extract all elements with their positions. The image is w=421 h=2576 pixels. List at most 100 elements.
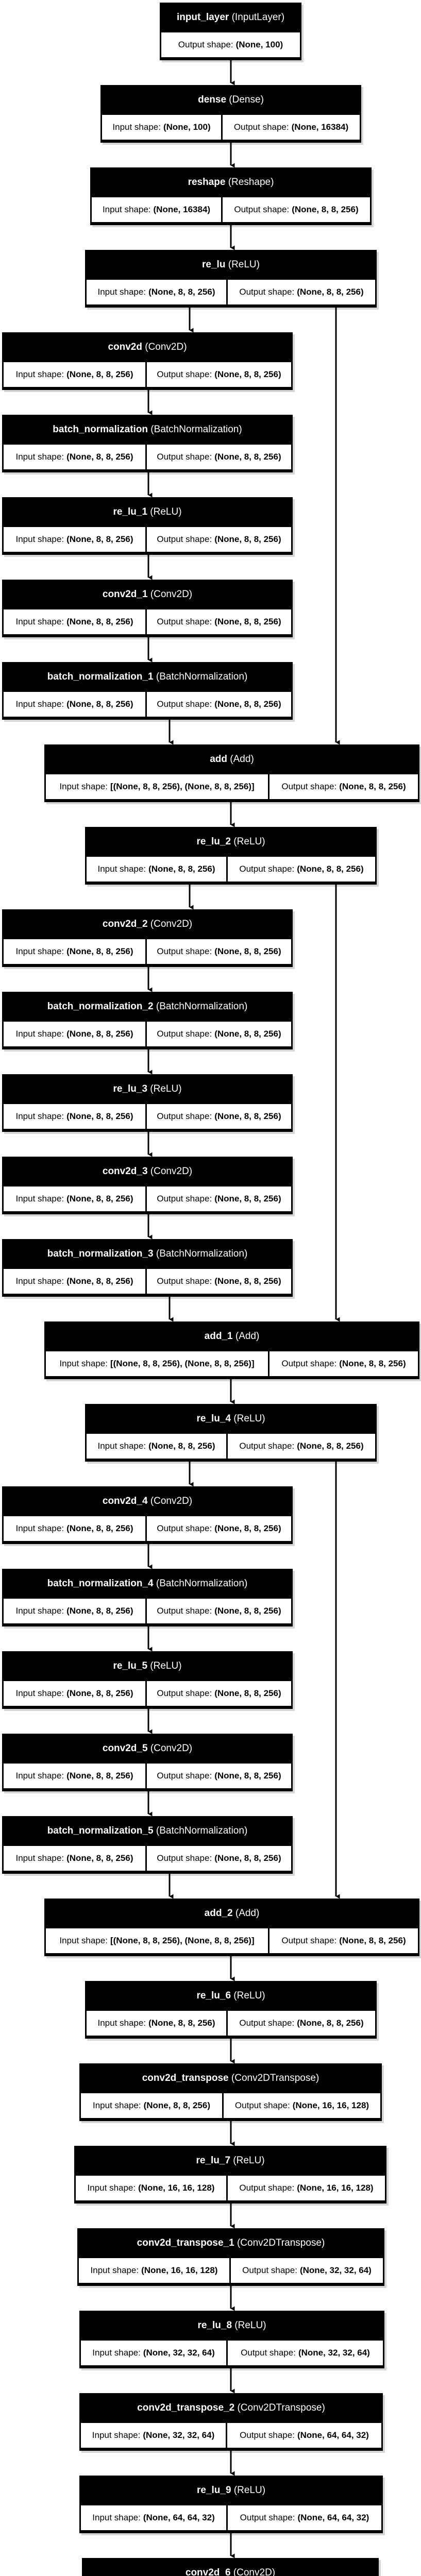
output-shape-label: Output shape: [239,1441,295,1451]
input-shape-value: (None, 8, 8, 256) [66,1276,133,1286]
layer-shape-row: Input shape:(None, 8, 8, 256) Output sha… [85,280,377,306]
layer-node-conv2d_transpose_1: conv2d_transpose_1Conv2DTranspose Input … [77,2228,384,2286]
layer-shape-row: Input shape:[(None, 8, 8, 256), (None, 8… [44,774,419,801]
output-shape-value: (None, 8, 8, 256) [214,617,281,626]
input-shape-value: (None, 8, 8, 256) [66,1853,133,1863]
layer-shape-row: Input shape:(None, 8, 8, 256) Output sha… [85,1434,377,1460]
layer-shape-row: Input shape:(None, 8, 8, 256) Output sha… [2,1599,293,1625]
layer-name: batch_normalization_1 [47,671,154,682]
layer-shape-row: Input shape:(None, 8, 8, 256) Output sha… [2,1846,293,1872]
layer-type: BatchNormalization [154,1248,248,1260]
layer-type: Conv2DTranspose [229,2073,319,2084]
input-shape-value: (None, 8, 8, 256) [66,369,133,379]
layer-type: ReLU [225,259,260,270]
input-shape-cell: Input shape:(None, 8, 8, 256) [81,2093,222,2118]
output-shape-label: Output shape: [240,2513,295,2522]
layer-node-conv2d_transpose: conv2d_transposeConv2DTranspose Input sh… [79,2063,382,2121]
output-shape-value: (None, 64, 64, 32) [297,2430,369,2440]
layer-type: BatchNormalization [154,1578,248,1589]
layer-node-dense: denseDense Input shape:(None, 100) Outpu… [100,85,361,143]
input-shape-value: (None, 8, 8, 256) [66,1523,133,1533]
layer-node-re_lu_9: re_lu_9ReLU Input shape:(None, 64, 64, 3… [79,2476,383,2533]
layer-node-header: re_lu_4ReLU [85,1404,377,1434]
input-shape-label: Input shape: [92,2513,141,2522]
input-shape-label: Input shape: [102,205,151,214]
input-shape-label: Input shape: [15,617,64,626]
input-shape-cell: Input shape:(None, 8, 8, 256) [87,857,226,882]
input-shape-cell: Input shape:(None, 8, 8, 256) [4,1104,145,1129]
layer-node-re_lu_5: re_lu_5ReLU Input shape:(None, 8, 8, 256… [2,1651,293,1709]
input-shape-cell: Input shape:(None, 8, 8, 256) [4,362,145,387]
input-shape-value: (None, 16384) [153,205,211,214]
layer-type: Conv2D [148,1166,193,1177]
layer-type: Dense [226,94,264,106]
input-shape-value: (None, 8, 8, 256) [66,1606,133,1616]
layer-shape-row: Output shape:(None, 100) [160,32,301,59]
layer-name: add_1 [204,1331,233,1342]
output-shape-value: (None, 8, 8, 256) [297,1441,364,1451]
layer-node-conv2d_6: conv2d_6Conv2D Input shape:(None, 64, 64… [82,2558,379,2576]
layer-node-batch_normalization_3: batch_normalization_3BatchNormalization … [2,1239,293,1297]
output-shape-cell: Output shape:(None, 16, 16, 128) [228,2176,385,2200]
output-shape-value: (None, 8, 8, 256) [214,1771,281,1781]
input-shape-cell: Input shape:(None, 32, 32, 64) [81,2341,226,2365]
output-shape-value: (None, 8, 8, 256) [297,287,364,297]
layer-shape-row: Input shape:(None, 8, 8, 256) Output sha… [85,2011,377,2037]
layer-name: re_lu_4 [196,1413,231,1424]
layer-type: ReLU [231,1413,265,1425]
output-shape-cell: Output shape:(None, 100) [161,32,300,57]
layer-node-reshape: reshapeReshape Input shape:(None, 16384)… [90,167,372,225]
input-shape-value: (None, 8, 8, 256) [66,699,133,709]
layer-node-re_lu_1: re_lu_1ReLU Input shape:(None, 8, 8, 256… [2,497,293,555]
input-shape-cell: Input shape:(None, 8, 8, 256) [87,2011,226,2036]
output-shape-label: Output shape: [157,1606,212,1616]
input-shape-label: Input shape: [92,2100,141,2110]
output-shape-value: (None, 8, 8, 256) [297,864,364,874]
layer-name: re_lu [202,259,226,270]
layer-name: conv2d [108,342,142,352]
output-shape-label: Output shape: [281,1359,337,1368]
layer-name: re_lu_2 [196,836,231,847]
input-shape-value: (None, 8, 8, 256) [148,864,215,874]
layer-node-header: conv2d_1Conv2D [2,580,293,609]
layer-name: conv2d_5 [102,1743,148,1754]
output-shape-cell: Output shape:(None, 8, 8, 256) [147,1681,291,1706]
output-shape-cell: Output shape:(None, 8, 8, 256) [147,1516,291,1541]
layer-node-header: add_2Add [44,1899,419,1928]
output-shape-cell: Output shape:(None, 8, 8, 256) [147,1104,291,1129]
output-shape-label: Output shape: [157,1194,212,1204]
output-shape-cell: Output shape:(None, 8, 8, 256) [270,1928,418,1953]
output-shape-label: Output shape: [157,1771,212,1781]
input-shape-label: Input shape: [92,2348,141,2358]
input-shape-value: (None, 64, 64, 32) [143,2513,215,2522]
layer-node-conv2d_transpose_2: conv2d_transpose_2Conv2DTranspose Input … [79,2393,383,2451]
layer-node-header: addAdd [44,744,419,774]
output-shape-cell: Output shape:(None, 32, 32, 64) [228,2341,383,2365]
layer-shape-row: Input shape:(None, 8, 8, 256) Output sha… [2,692,293,718]
layer-shape-row: Input shape:(None, 8, 8, 256) Output sha… [2,445,293,471]
input-shape-label: Input shape: [97,2018,146,2028]
layer-name: reshape [188,177,226,188]
layer-name: conv2d_transpose_2 [137,2402,235,2413]
layer-name: conv2d_transpose_1 [137,2238,234,2248]
input-shape-value: (None, 8, 8, 256) [66,1029,133,1039]
layer-shape-row: Input shape:(None, 8, 8, 256) Output sha… [85,857,377,883]
layer-type: Conv2D [148,589,193,600]
layer-shape-row: Input shape:(None, 8, 8, 256) Output sha… [2,1187,293,1213]
layer-type: Conv2D [231,2567,276,2576]
input-shape-label: Input shape: [15,1194,64,1204]
layer-name: conv2d_3 [102,1166,148,1177]
output-shape-value: (None, 8, 8, 256) [297,2018,364,2028]
output-shape-value: (None, 8, 8, 256) [214,1111,281,1121]
input-shape-label: Input shape: [15,1029,64,1039]
layer-node-conv2d_4: conv2d_4Conv2D Input shape:(None, 8, 8, … [2,1486,293,1544]
input-shape-cell: Input shape:(None, 8, 8, 256) [4,1681,145,1706]
input-shape-cell: Input shape:(None, 8, 8, 256) [4,939,145,964]
layer-node-re_lu_8: re_lu_8ReLU Input shape:(None, 32, 32, 6… [79,2311,384,2368]
layer-shape-row: Input shape:(None, 64, 64, 32) Output sh… [79,2505,383,2532]
layer-type: ReLU [231,2485,266,2496]
output-shape-value: (None, 8, 8, 256) [214,1276,281,1286]
output-shape-label: Output shape: [157,1853,212,1863]
layer-node-header: re_lu_1ReLU [2,497,293,527]
input-shape-cell: Input shape:(None, 32, 32, 64) [81,2423,226,2448]
